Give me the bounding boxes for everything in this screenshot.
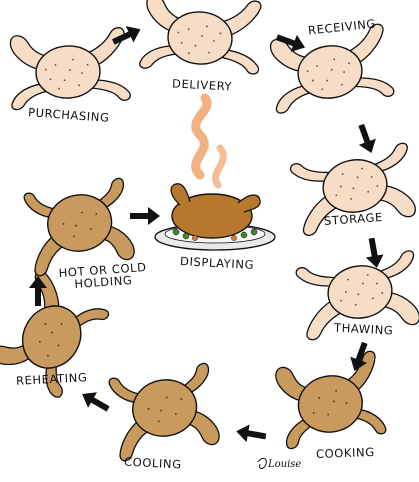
purchasing-bird	[7, 27, 131, 110]
arrow-cooking-to-cooling	[235, 422, 268, 445]
arrow-receiving-to-storage	[353, 122, 380, 156]
label-cooling: COOLING	[124, 456, 182, 471]
receiving-bird	[267, 23, 395, 113]
arrow-holding-to-displaying	[130, 207, 160, 225]
label-delivery: DELIVERY	[172, 78, 233, 93]
arrow-cooling-to-reheating	[78, 386, 113, 417]
delivery-bird	[140, 0, 264, 76]
cooking-bird	[273, 350, 388, 450]
label-cooking: COOKING	[316, 447, 375, 461]
artist-signature: Louise	[268, 460, 301, 470]
label-thawing: THAWING	[334, 322, 394, 337]
arrow-storage-to-thawing	[363, 237, 386, 270]
displaying-roast	[155, 98, 275, 250]
cooling-bird	[107, 362, 222, 462]
